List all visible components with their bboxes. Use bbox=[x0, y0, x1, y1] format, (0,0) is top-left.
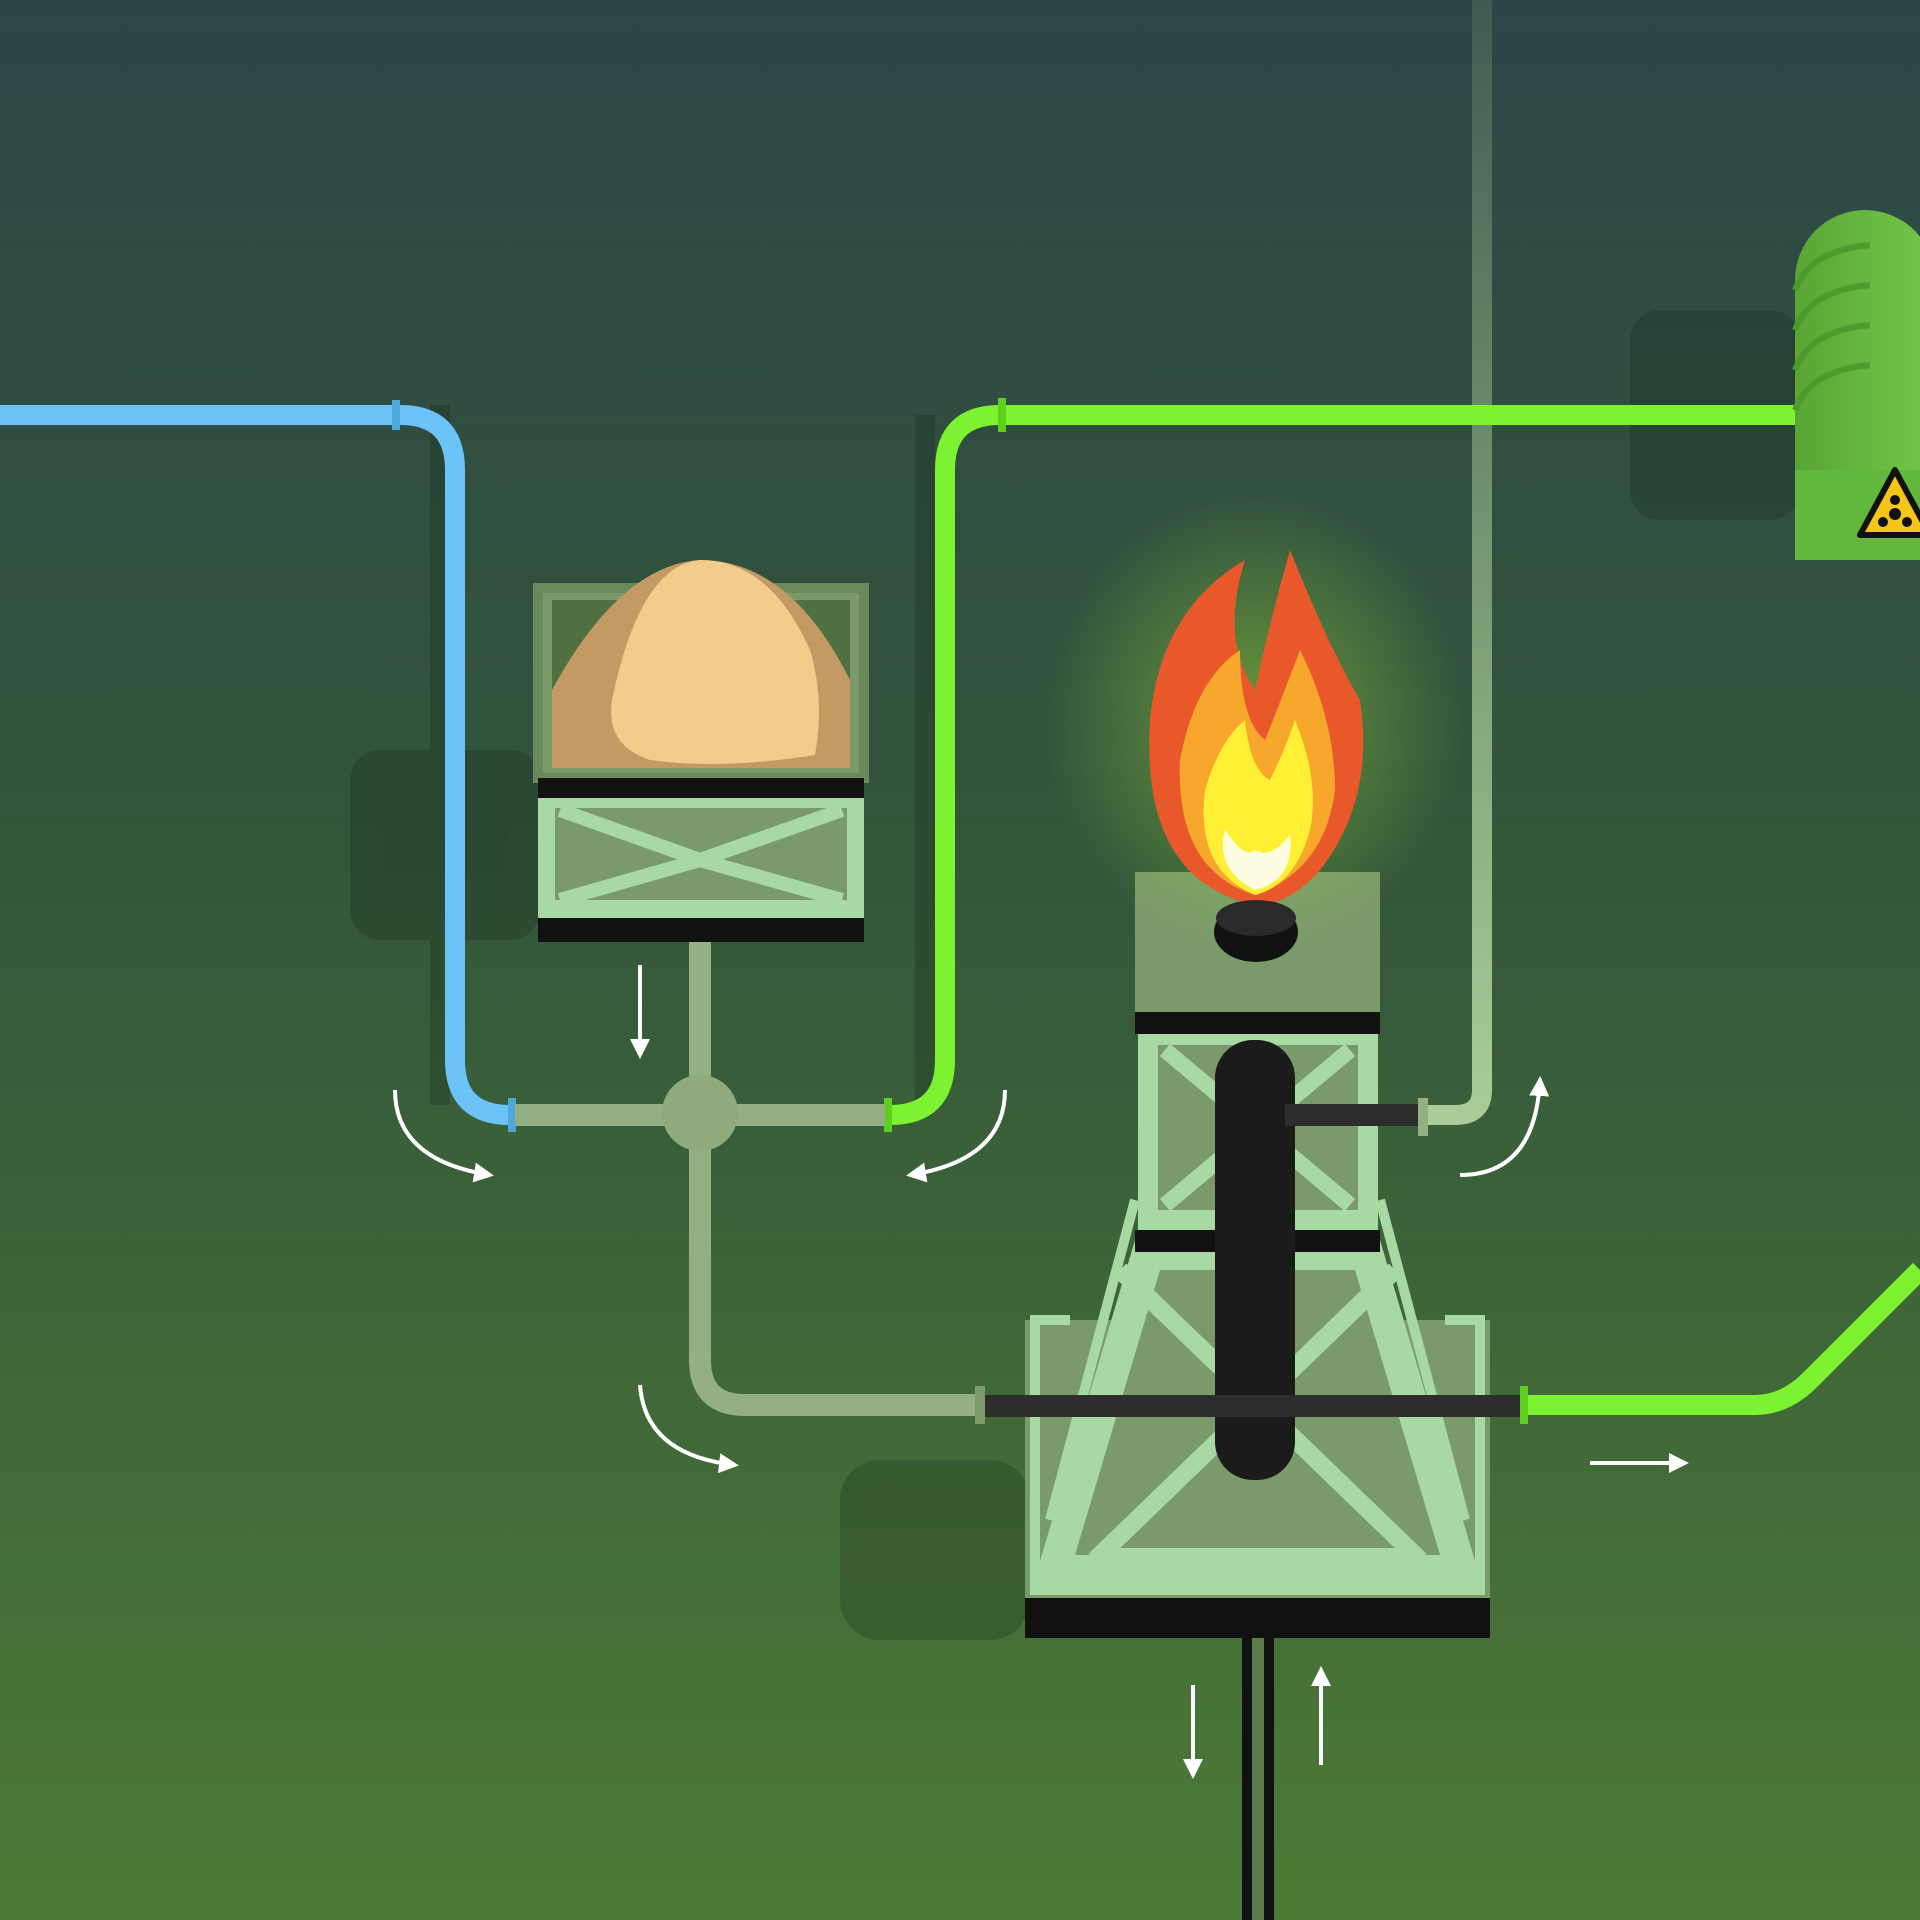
flow-arrows bbox=[393, 965, 1689, 1779]
radiation-hazard-icon bbox=[1857, 467, 1920, 538]
gas-inlet-pipe bbox=[884, 398, 1800, 1132]
arrow-steam-out bbox=[1459, 1076, 1550, 1177]
steam-connector bbox=[1418, 1098, 1428, 1136]
arrow-water-in bbox=[393, 1089, 494, 1183]
sand-pile-icon bbox=[552, 560, 850, 768]
steam-vent-pipe bbox=[1420, 0, 1492, 1125]
gas-output-pipe bbox=[1520, 1262, 1920, 1424]
flare-stack bbox=[985, 872, 1525, 1638]
wellbore bbox=[1242, 1638, 1274, 1920]
mixing-junction bbox=[662, 1075, 738, 1151]
sand-hopper bbox=[533, 560, 869, 942]
arrow-gas-in bbox=[906, 1089, 1007, 1183]
flame-icon bbox=[1045, 490, 1465, 962]
storage-tank bbox=[1792, 210, 1920, 560]
arrow-mix-to-well bbox=[638, 1384, 739, 1474]
water-inlet-pipe bbox=[0, 400, 516, 1132]
